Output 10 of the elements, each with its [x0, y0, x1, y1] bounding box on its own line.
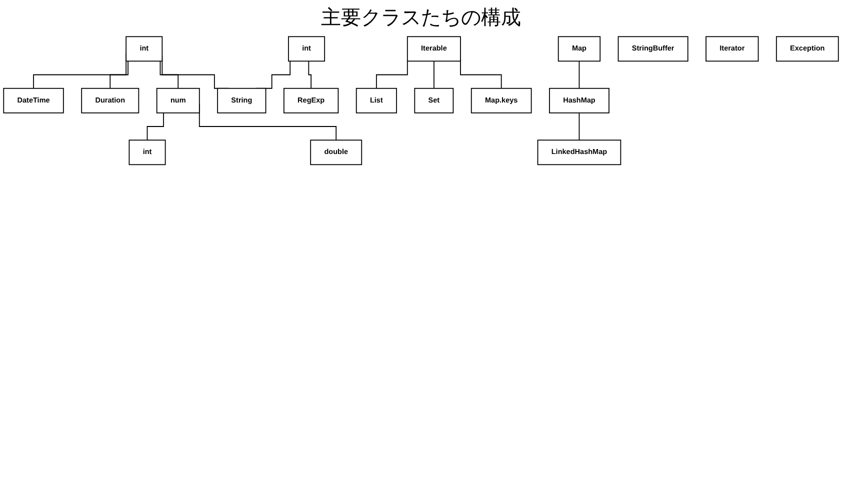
connector: [376, 60, 408, 89]
connector: [146, 112, 164, 141]
connector: [460, 58, 502, 89]
connector: [578, 60, 580, 89]
connector: [433, 60, 434, 89]
connector: [308, 60, 312, 89]
connector: [578, 112, 580, 141]
diagram-title: 主要クラスたちの構成: [320, 4, 522, 31]
connector: [160, 60, 179, 89]
connector: [110, 60, 128, 89]
